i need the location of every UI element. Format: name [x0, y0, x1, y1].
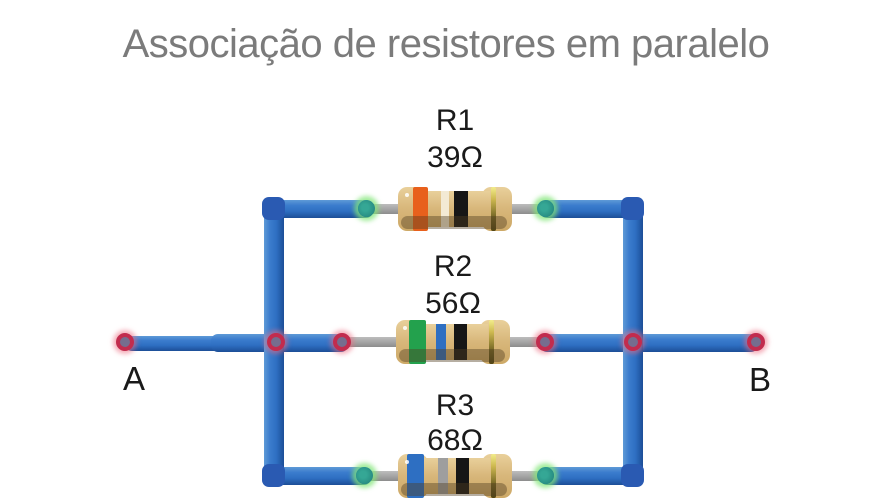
node-junction-right[interactable]	[624, 333, 642, 351]
r3-name-label: R3	[435, 389, 475, 422]
terminal-b-label: B	[748, 361, 771, 398]
r1-band-orange	[413, 187, 428, 231]
r2-left-lead	[340, 337, 402, 347]
terminal-a-label: A	[122, 360, 145, 397]
wire-r2-to-b[interactable]	[540, 334, 758, 352]
page-title: Associação de resistores em paralelo	[122, 22, 770, 66]
r1-right-lead	[506, 204, 548, 214]
r2-band-black	[454, 324, 467, 360]
r2-band-blue	[436, 324, 446, 360]
r3-band-black	[456, 458, 469, 494]
r1-band-white	[441, 191, 449, 227]
r2-body-middle	[418, 324, 488, 360]
r3-band-gray	[438, 458, 448, 494]
wire-top-left[interactable]	[265, 200, 373, 218]
r2-value-label: 56Ω	[425, 287, 481, 320]
r1-band-black	[454, 191, 468, 227]
resistor-r1[interactable]	[398, 187, 512, 231]
node-r3-left[interactable]	[356, 467, 373, 484]
node-terminal-a[interactable]	[116, 333, 134, 351]
r2-body-shadow	[399, 349, 505, 362]
node-terminal-b[interactable]	[747, 333, 765, 351]
r1-band-gold	[491, 187, 496, 231]
r3-value-label: 68Ω	[427, 424, 483, 457]
node-r2-left[interactable]	[333, 333, 351, 351]
r3-highlight-speck	[405, 460, 409, 464]
r2-band-green	[409, 320, 426, 364]
node-r2-right[interactable]	[536, 333, 554, 351]
node-r1-left[interactable]	[358, 200, 375, 217]
node-r1-right[interactable]	[537, 200, 554, 217]
wire-terminal-a[interactable]	[125, 336, 230, 351]
r1-value-label: 39Ω	[427, 141, 483, 174]
r1-name-label: R1	[435, 104, 475, 137]
wire-bottom-left[interactable]	[265, 467, 371, 485]
wire-top-right[interactable]	[540, 200, 643, 218]
node-r3-right[interactable]	[537, 467, 554, 484]
wire-corner-top-left[interactable]	[262, 197, 285, 220]
r3-body-shadow	[401, 483, 507, 496]
r2-highlight-speck	[403, 326, 407, 330]
r3-band-blue	[407, 454, 424, 498]
r1-body-shadow	[401, 216, 507, 229]
r2-right-lead	[504, 337, 548, 347]
r2-name-label: R2	[433, 250, 473, 283]
node-junction-left[interactable]	[267, 333, 285, 351]
resistor-r3[interactable]	[398, 454, 512, 498]
r3-right-lead	[506, 471, 548, 481]
r1-left-lead	[366, 204, 406, 214]
wire-corner-top-right[interactable]	[621, 197, 644, 220]
r3-body-middle	[420, 458, 490, 494]
r3-band-gold	[491, 454, 496, 498]
wire-corner-bottom-left[interactable]	[262, 464, 285, 487]
r3-left-lead	[364, 471, 406, 481]
resistor-r2[interactable]	[396, 320, 510, 364]
wire-corner-bottom-right[interactable]	[621, 464, 644, 487]
wire-bottom-right[interactable]	[540, 467, 643, 485]
r2-band-gold	[489, 320, 494, 364]
r1-highlight-speck	[405, 193, 409, 197]
